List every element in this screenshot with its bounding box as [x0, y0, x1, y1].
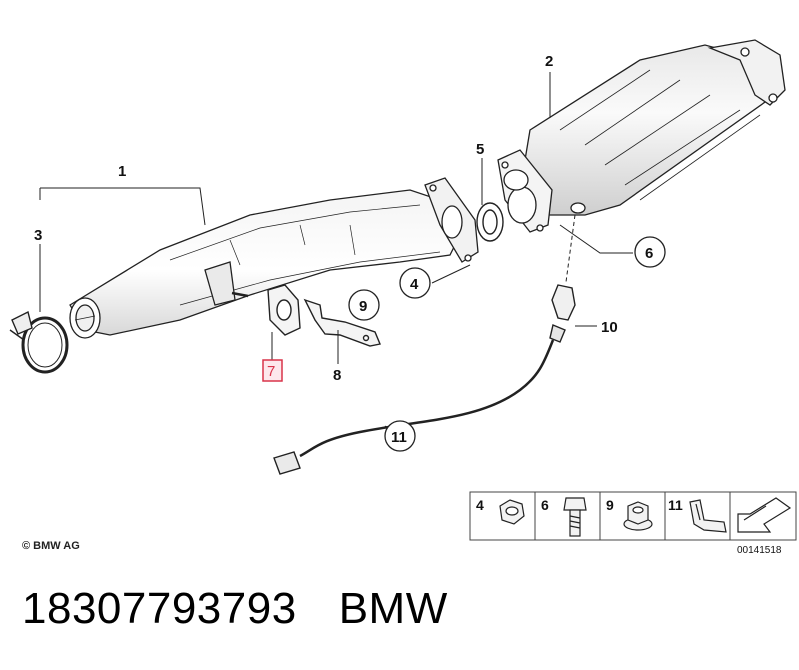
callout-2[interactable]: 2	[545, 53, 553, 70]
gasket-ring	[476, 202, 504, 242]
legend-item-11[interactable]: 11	[668, 497, 683, 513]
legend-box: 4 6 9 11	[469, 491, 797, 541]
bracket	[303, 298, 381, 347]
callout-9[interactable]: 9	[359, 298, 367, 315]
legend-item-4[interactable]: 4	[476, 497, 484, 513]
pipe-clamp	[9, 310, 69, 374]
oxygen-sensor	[273, 214, 576, 475]
callout-10[interactable]: 10	[601, 319, 618, 336]
callout-1[interactable]: 1	[118, 163, 126, 180]
diagram-code: 00141518	[737, 545, 782, 556]
callout-8[interactable]: 8	[333, 367, 341, 384]
exhaust-parts-diagram: 1 2 3 4 5 6 7 8 9 10 11 4 6 9 11	[9, 39, 797, 556]
part-number: 18307793793	[22, 584, 297, 633]
callout-7[interactable]: 7	[267, 363, 275, 380]
copyright-notice: © BMW AG	[22, 540, 80, 552]
legend-item-9[interactable]: 9	[606, 497, 614, 513]
part-caption: 18307793793 BMW	[22, 584, 448, 634]
callout-5[interactable]: 5	[476, 141, 484, 158]
callout-11-circle	[384, 420, 416, 452]
bolt-icon	[563, 497, 587, 537]
rubber-mount	[267, 284, 301, 336]
legend-item-6[interactable]: 6	[541, 497, 549, 513]
direction-arrow-icon	[737, 497, 792, 533]
callout-4-circle	[399, 267, 431, 299]
hex-nut-icon	[499, 499, 525, 525]
callout-6[interactable]: 6	[645, 245, 653, 262]
callout-11[interactable]: 11	[391, 429, 407, 446]
callout-4[interactable]: 4	[410, 276, 419, 293]
catalytic-converter	[497, 39, 786, 233]
brand-name: BMW	[338, 584, 448, 633]
callout-6-circle	[634, 236, 666, 268]
clip-icon	[689, 499, 727, 533]
leader-lines	[39, 72, 633, 437]
front-pipe	[69, 177, 479, 339]
flange-nut-icon	[623, 501, 653, 531]
callout-7-highlight-box	[262, 359, 283, 382]
callout-9-circle	[348, 289, 380, 321]
callout-3[interactable]: 3	[34, 227, 42, 244]
